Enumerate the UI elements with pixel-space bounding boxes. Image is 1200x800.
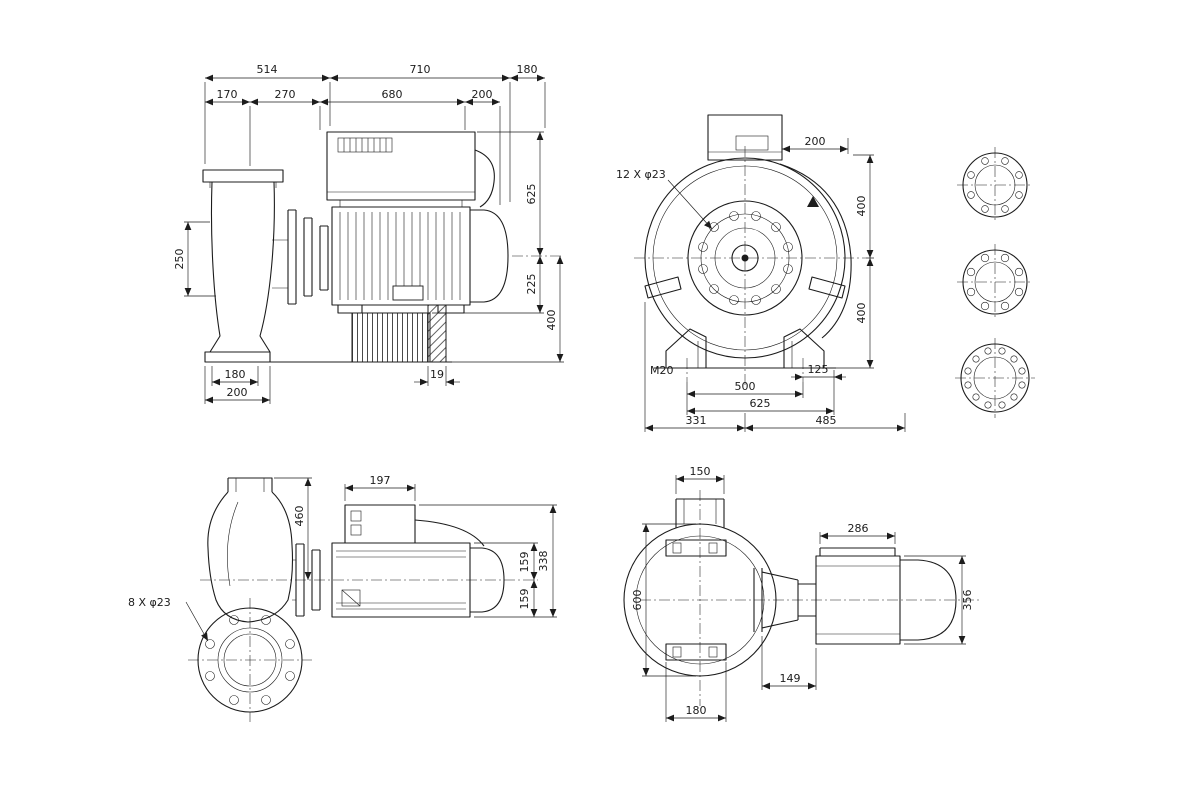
plan-motor (200, 504, 538, 618)
dim-159-lower-label: 159 (518, 589, 531, 610)
suction-pipe (202, 169, 284, 363)
dim-400-side-label: 400 (545, 310, 558, 331)
grille (337, 137, 393, 153)
bolt-note-12xd23: 12 X φ23 (616, 168, 666, 181)
flange-detail-top (957, 147, 1033, 223)
dim-485-label: 485 (816, 414, 837, 427)
dim-197-label: 197 (370, 474, 391, 487)
flange-detail-bottom (955, 338, 1035, 418)
fan-cover (470, 209, 509, 303)
grout-section (427, 304, 447, 363)
dim-200-bottom-label: 200 (227, 386, 248, 399)
dim-270-label: 270 (275, 88, 296, 101)
side-view: 514 710 180 170 270 680 200 625 225 400 … (173, 63, 564, 404)
terminal-box (707, 114, 783, 161)
top-fan-cover (900, 559, 957, 641)
motor-body (331, 206, 509, 314)
dim-625-base-label: 625 (750, 397, 771, 410)
dim-710-label: 710 (410, 63, 431, 76)
dim-600-label: 600 (631, 590, 644, 611)
top-cover-box (326, 131, 495, 208)
dim-625-label: 625 (525, 184, 538, 205)
front-view-dimensions: 200 12 X φ23 400 400 M20 125 500 625 331 (616, 135, 906, 432)
dim-460-label: 460 (293, 506, 306, 527)
pump-feet (654, 328, 836, 382)
plan-terminal-box (344, 504, 416, 544)
pedestal-block (351, 312, 431, 363)
dim-338-label: 338 (537, 551, 550, 572)
dim-200-top-label: 200 (472, 88, 493, 101)
flange-detail-middle (957, 244, 1033, 320)
dim-500-label: 500 (735, 380, 756, 393)
dim-180-top-label: 180 (517, 63, 538, 76)
plan-conduit-curve (414, 519, 485, 547)
dim-180-bottom-label: 180 (225, 368, 246, 381)
dim-331-label: 331 (686, 414, 707, 427)
vent-symbol (807, 196, 819, 207)
top-foot-upper (665, 539, 727, 557)
dim-356-label: 356 (961, 590, 974, 611)
drain-stubs (644, 276, 846, 299)
dim-150-label: 150 (690, 465, 711, 478)
dim-149-label: 149 (780, 672, 801, 685)
plan-casing (207, 477, 294, 623)
front-view: 200 12 X φ23 400 400 M20 125 500 625 331 (616, 114, 906, 432)
dim-159-upper-label: 159 (518, 552, 531, 573)
plan-view: 197 460 338 159 159 8 X φ23 (128, 474, 557, 722)
flange-details (955, 147, 1035, 418)
motor-foot-left (337, 304, 363, 314)
dim-170-label: 170 (217, 88, 238, 101)
dim-200-front-label: 200 (805, 135, 826, 148)
dim-680-label: 680 (382, 88, 403, 101)
dim-19-label: 19 (430, 368, 444, 381)
dim-250-label: 250 (173, 249, 186, 270)
dim-180-foot-label: 180 (686, 704, 707, 717)
dim-514-label: 514 (257, 63, 278, 76)
motor-nameplate (392, 285, 424, 301)
anchor-bolt-label: M20 (650, 364, 674, 377)
front-casing (634, 146, 866, 385)
volute-casing (272, 209, 329, 305)
bolt-note-8xd23: 8 X φ23 (128, 596, 171, 609)
drain-plug (341, 589, 361, 607)
top-foot-lower (665, 643, 727, 661)
flange-bolt-holes-8 (205, 615, 295, 705)
top-view-dimensions: 150 286 600 356 149 180 (631, 465, 974, 722)
conduit-curve (474, 149, 495, 208)
side-view-dimensions: 514 710 180 170 270 680 200 625 225 400 … (173, 63, 564, 404)
plan-view-dimensions: 197 460 338 159 159 8 X φ23 (128, 474, 557, 642)
front-motor (707, 114, 852, 339)
foundation (270, 304, 452, 363)
dim-225-label: 225 (525, 274, 538, 295)
dim-400-lower-label: 400 (855, 303, 868, 324)
top-view: 150 286 600 356 149 180 (623, 465, 980, 722)
dim-125-label: 125 (808, 363, 829, 376)
suction-flange-face (188, 598, 312, 722)
top-motor (640, 490, 980, 706)
dim-286-label: 286 (848, 522, 869, 535)
dim-400-upper-label: 400 (855, 196, 868, 217)
